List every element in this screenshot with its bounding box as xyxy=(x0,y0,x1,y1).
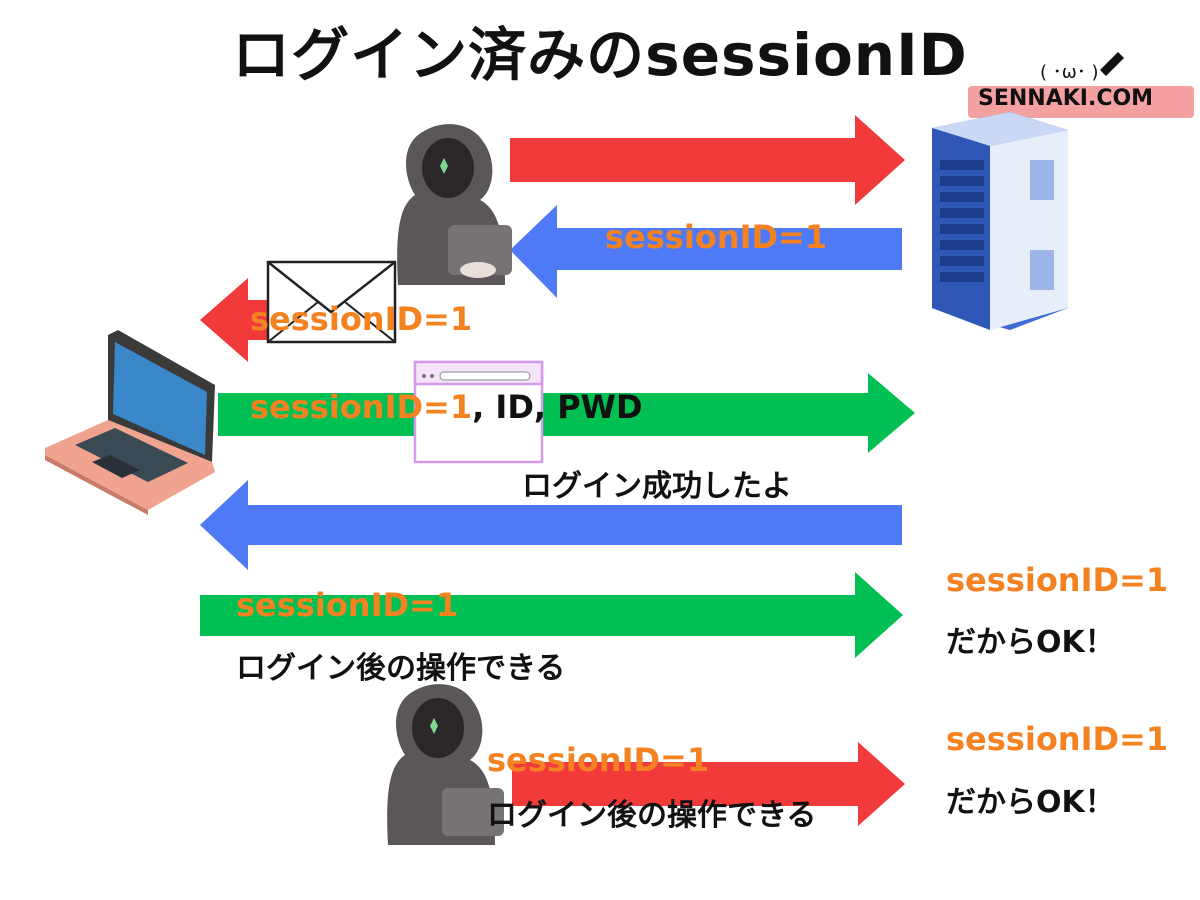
arrow-hacker-to-server xyxy=(510,115,905,205)
label-login-request: sessionID=1, ID, PWD xyxy=(250,388,643,426)
label-steal-session: sessionID=1 xyxy=(605,218,828,256)
brand-name: SENNAKI.COM xyxy=(978,86,1154,111)
label-user-session: sessionID=1 xyxy=(236,586,459,624)
label-user-ok-session: sessionID=1 xyxy=(946,561,1169,599)
brand-face: ( ･ω･ ) xyxy=(1040,62,1099,83)
label-attacker-ok: だからOK！ xyxy=(946,785,1115,820)
label-login-success: ログイン成功したよ xyxy=(522,469,792,504)
arrow-attacker-action xyxy=(512,742,905,826)
arrow-login-request xyxy=(218,373,915,453)
label-login-session: sessionID=1 xyxy=(250,388,473,426)
arrow-user-action xyxy=(200,572,903,658)
label-login-creds: , ID, PWD xyxy=(472,388,643,426)
envelope-icon xyxy=(266,260,397,344)
laptop-icon xyxy=(45,330,215,515)
label-attacker-session: sessionID=1 xyxy=(487,741,710,779)
hacker-icon-bottom xyxy=(387,684,504,845)
label-attacker-ok-session: sessionID=1 xyxy=(946,720,1169,758)
brand-logo: ( ･ω･ ) xyxy=(968,52,1194,118)
arrow-login-response xyxy=(200,480,902,570)
hacker-icon xyxy=(397,124,512,286)
label-user-action: ログイン後の操作できる xyxy=(236,651,566,686)
browser-window-icon xyxy=(413,360,544,464)
label-email-session: sessionID=1 xyxy=(250,300,473,338)
arrow-server-to-hacker xyxy=(510,205,902,298)
diagram-title: ログイン済みのsessionID xyxy=(232,21,968,89)
label-user-ok: だからOK！ xyxy=(946,625,1115,660)
label-attacker-action: ログイン後の操作できる xyxy=(487,798,817,833)
server-icon xyxy=(932,112,1068,330)
